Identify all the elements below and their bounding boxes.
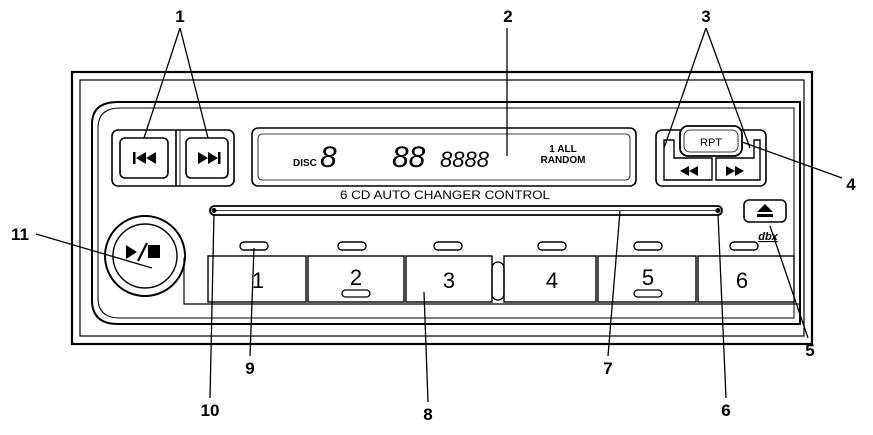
preset-button-1[interactable]: 1 — [207, 255, 307, 303]
preset-indicator-6 — [729, 241, 759, 251]
preset-indicator-2 — [337, 241, 367, 251]
callout-5: 5 — [805, 341, 814, 360]
rpt-button[interactable]: RPT — [679, 125, 743, 157]
preset-label-5: 5 — [642, 265, 654, 290]
center-divider-notch — [491, 261, 505, 301]
fast-wind-group: RPT — [655, 125, 767, 187]
eject-icon — [757, 204, 773, 217]
play-stop-button[interactable] — [104, 215, 186, 297]
preset-label-3: 3 — [443, 268, 455, 293]
rewind-icon — [680, 166, 698, 176]
random-mode-label: RANDOM — [541, 155, 586, 166]
fast-forward-button[interactable] — [715, 139, 761, 181]
rpt-label: RPT — [700, 137, 722, 149]
callout-2: 2 — [503, 7, 512, 26]
slot-right-end — [715, 208, 721, 213]
eject-button[interactable] — [743, 199, 787, 223]
preset-button-row: 1 2 3 4 5 6 — [183, 241, 801, 305]
preset-button-3[interactable]: 3 — [405, 255, 493, 303]
preset-indicator-3 — [433, 241, 463, 251]
preset-label-4: 4 — [546, 268, 558, 293]
preset-button-5[interactable]: 5 — [597, 255, 697, 303]
dbx-logo: dbx — [758, 231, 778, 243]
slot-left-end — [211, 208, 217, 213]
preset-label-2: 2 — [350, 265, 362, 290]
callout-3: 3 — [701, 7, 710, 26]
cd-slot — [209, 205, 723, 216]
skip-back-icon — [133, 152, 156, 164]
callout-8: 8 — [423, 405, 432, 424]
preset-label-6: 6 — [736, 268, 748, 293]
preset-label-1: 1 — [252, 268, 264, 293]
callout-7: 7 — [603, 359, 612, 378]
panel-title: 6 CD AUTO CHANGER CONTROL — [340, 188, 550, 202]
callout-4: 4 — [846, 175, 856, 194]
preset-button-4[interactable]: 4 — [503, 255, 597, 303]
preset-bump-5 — [633, 289, 663, 298]
fast-forward-icon — [726, 166, 744, 176]
callout-6: 6 — [721, 401, 730, 420]
track-digits: 88 — [392, 141, 426, 174]
callout-9: 9 — [245, 359, 254, 378]
skip-forward-icon — [198, 152, 221, 164]
preset-button-2[interactable]: 2 — [307, 255, 405, 303]
disc-label: DISC — [293, 158, 317, 169]
play-pause-icon — [126, 242, 160, 262]
rewind-button[interactable] — [663, 139, 713, 181]
callout-10: 10 — [201, 401, 220, 420]
callout-11: 11 — [11, 225, 29, 244]
callout-labels: 1 2 3 4 5 6 7 8 9 10 11 — [11, 7, 856, 424]
next-track-button[interactable] — [185, 137, 229, 179]
callout-1: 1 — [175, 7, 184, 26]
preset-indicator-5 — [633, 241, 663, 251]
time-digits: 8888 — [440, 147, 490, 172]
preset-button-6[interactable]: 6 — [697, 255, 795, 303]
repeat-mode-label: 1 ALL — [549, 144, 576, 155]
preset-bump-2 — [341, 289, 371, 298]
leader-lines — [35, 27, 843, 403]
lcd-display: DISC 8 88 8888 1 ALL RANDOM — [251, 127, 637, 187]
disc-number: 8 — [320, 141, 337, 174]
previous-track-button[interactable] — [119, 137, 169, 179]
preset-indicator-4 — [537, 241, 567, 251]
seek-button-group — [111, 129, 235, 187]
faceplate — [70, 70, 814, 346]
